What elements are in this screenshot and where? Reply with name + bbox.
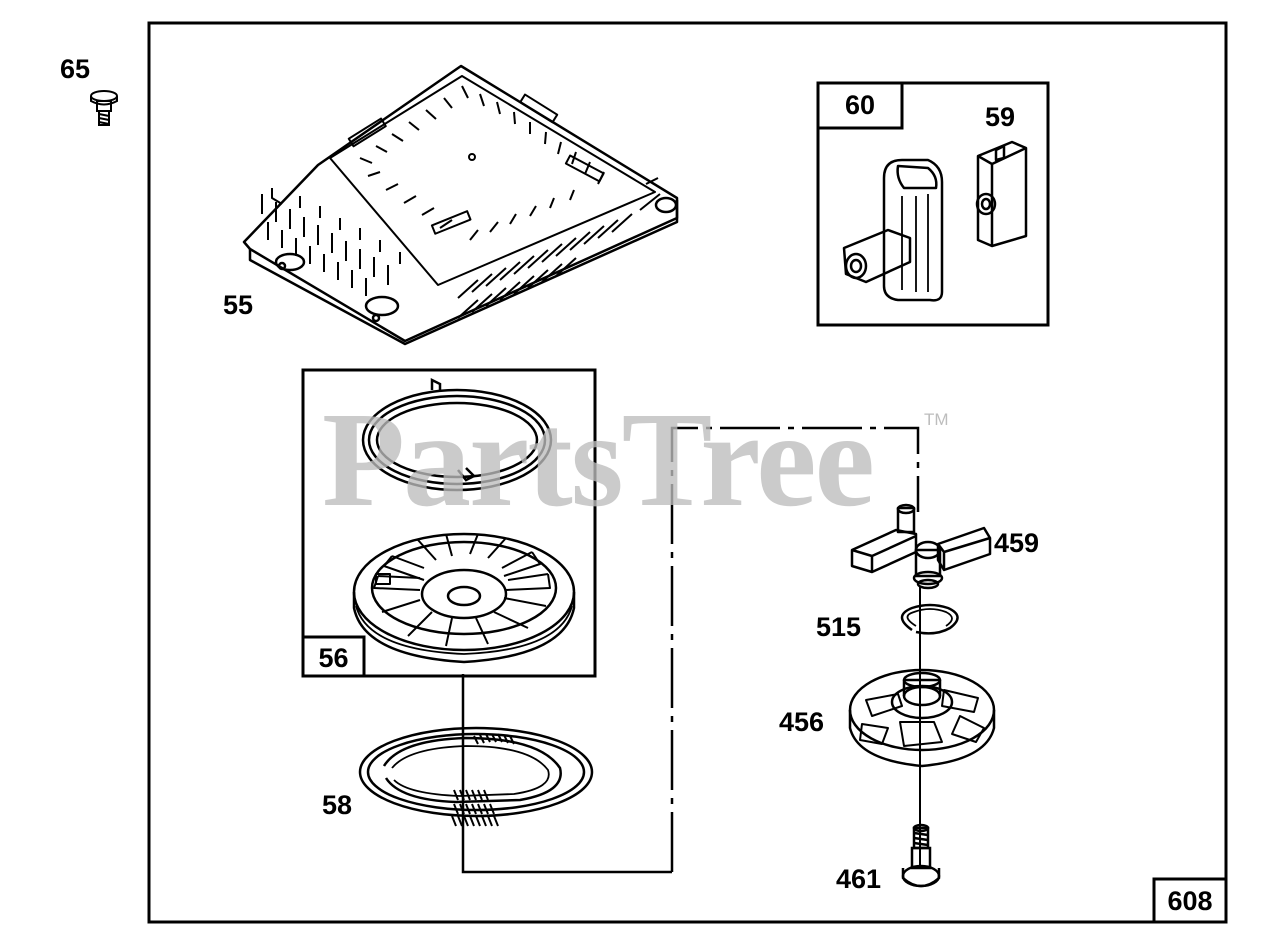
callout-456: 456 bbox=[779, 707, 825, 737]
callout-65: 65 bbox=[60, 54, 91, 84]
callout-58: 58 bbox=[322, 790, 353, 820]
part-56-spring-drawing bbox=[361, 377, 553, 492]
part-461-stud-drawing bbox=[901, 823, 941, 888]
callout-461: 461 bbox=[836, 864, 882, 894]
part-59-clip-drawing bbox=[975, 140, 1028, 248]
part-65-bolt-drawing bbox=[90, 90, 118, 126]
callout-55: 55 bbox=[223, 290, 254, 320]
page-ref-label: 608 bbox=[1167, 886, 1213, 916]
partstree-watermark: PartsTree bbox=[322, 385, 875, 535]
part-60-kit-box bbox=[816, 81, 1050, 327]
callout-459: 459 bbox=[994, 528, 1040, 558]
part-60-label-box bbox=[816, 81, 904, 130]
callout-60: 60 bbox=[844, 90, 876, 120]
part-56-kit-box bbox=[301, 368, 597, 678]
watermark-trademark: TM bbox=[924, 410, 949, 429]
callout-56: 56 bbox=[318, 643, 349, 673]
callout-59: 59 bbox=[985, 102, 1016, 132]
part-56-pulley-drawing bbox=[352, 532, 576, 664]
part-55-blower-housing-drawing bbox=[242, 64, 679, 346]
part-56-label-box bbox=[301, 635, 366, 678]
diagram-frame bbox=[147, 21, 1228, 924]
part-60-air-vane-drawing bbox=[842, 158, 944, 302]
part-515-ring-drawing bbox=[900, 603, 959, 635]
part-459-pawl-drawing bbox=[850, 503, 992, 590]
page-ref-box bbox=[1152, 877, 1228, 924]
part-456-ratchet-drawing bbox=[848, 668, 996, 768]
part-58-spring-drawing bbox=[358, 726, 594, 827]
callout-515: 515 bbox=[816, 612, 862, 642]
